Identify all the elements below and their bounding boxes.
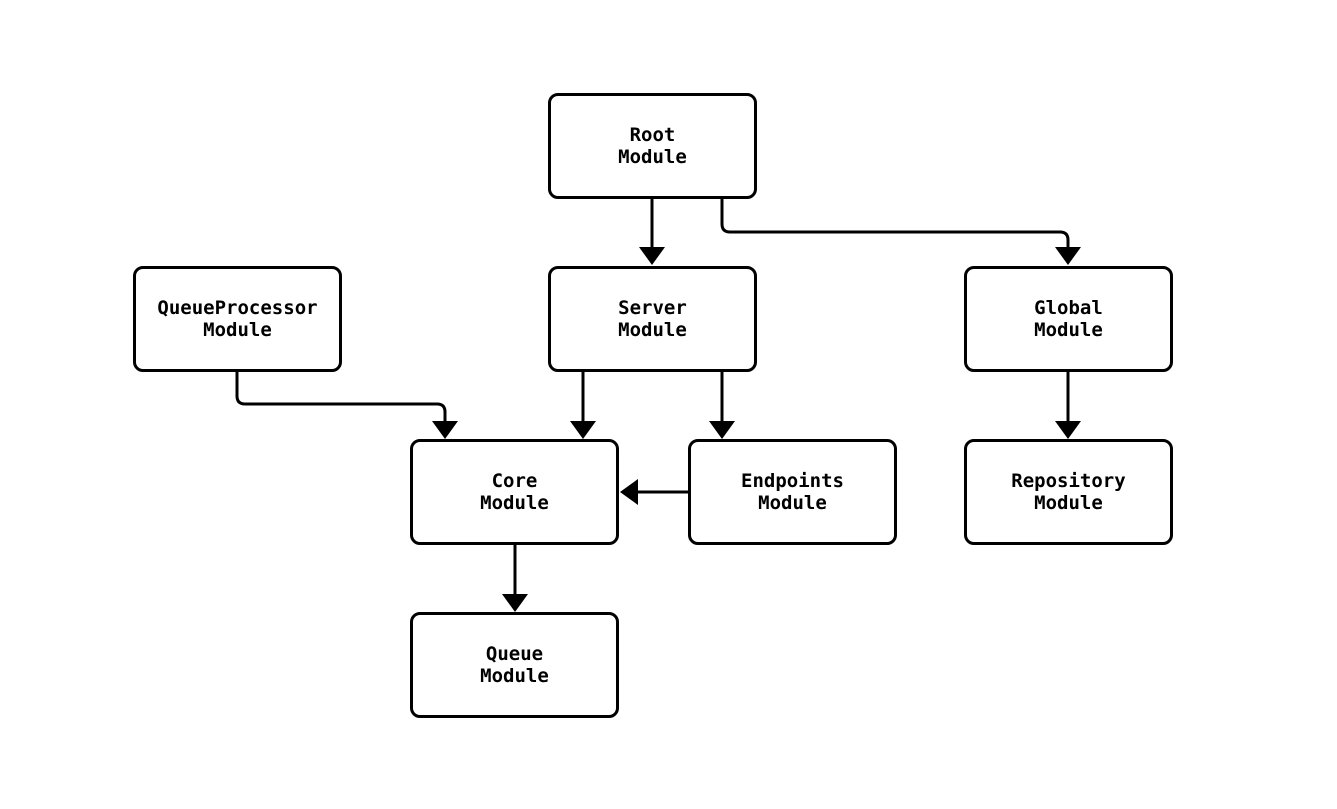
edge-global-to-repository-arrowhead bbox=[1055, 421, 1081, 439]
edge-root-to-server-arrowhead bbox=[639, 247, 665, 265]
edge-root-to-global-arrowhead bbox=[1055, 247, 1081, 265]
node-root-module: Root Module bbox=[548, 93, 757, 199]
edge-server-to-endpoints-arrowhead bbox=[709, 421, 735, 439]
node-queue-module-label: Queue Module bbox=[480, 643, 549, 687]
node-queue-module: Queue Module bbox=[410, 612, 619, 718]
node-endpoints-module-label: Endpoints Module bbox=[741, 470, 844, 514]
node-core-module: Core Module bbox=[410, 439, 619, 545]
node-server-module-label: Server Module bbox=[618, 297, 687, 341]
edge-server-to-core-arrowhead bbox=[570, 421, 596, 439]
node-core-module-label: Core Module bbox=[480, 470, 549, 514]
edge-endpoints-to-core-arrowhead bbox=[620, 479, 638, 505]
edge-root-to-global bbox=[720, 199, 1070, 247]
edge-queueprocessor-to-core-arrowhead bbox=[432, 421, 458, 439]
node-repository-module: Repository Module bbox=[964, 439, 1173, 545]
node-queueprocessor-module: QueueProcessor Module bbox=[133, 266, 342, 372]
node-global-module-label: Global Module bbox=[1034, 297, 1103, 341]
node-root-module-label: Root Module bbox=[618, 124, 687, 168]
edge-core-to-queue-arrowhead bbox=[502, 594, 528, 612]
node-global-module: Global Module bbox=[964, 266, 1173, 372]
node-endpoints-module: Endpoints Module bbox=[688, 439, 897, 545]
node-server-module: Server Module bbox=[548, 266, 757, 372]
node-queueprocessor-module-label: QueueProcessor Module bbox=[157, 297, 318, 341]
node-repository-module-label: Repository Module bbox=[1011, 470, 1126, 514]
edge-queueprocessor-to-core bbox=[235, 372, 447, 421]
